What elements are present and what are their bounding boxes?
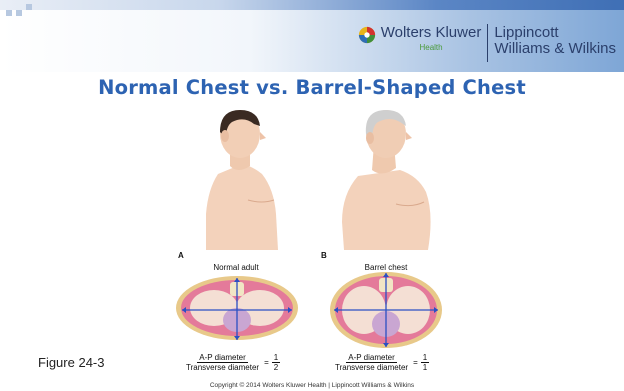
ratio-a-denominator: Transverse diameter — [184, 363, 261, 372]
ratio-a-numerator: A-P diameter — [197, 353, 248, 363]
cross-section-a — [174, 274, 300, 344]
cross-section-b — [328, 270, 444, 350]
imprint-line-2: Williams & Wilkins — [494, 41, 616, 57]
panel-a-letter: A — [178, 251, 184, 260]
header-strip — [0, 0, 624, 10]
figure-a-torso — [178, 104, 298, 250]
publisher-logo: Wolters Kluwer Health Lippincott William… — [358, 22, 616, 66]
ratio-a-value-num: 1 — [272, 353, 280, 363]
ratio-b-value-num: 1 — [421, 353, 429, 363]
panel-a-caption: Normal adult — [176, 263, 296, 272]
decor-square — [6, 10, 12, 16]
decor-square — [26, 4, 32, 10]
copyright-notice: Copyright © 2014 Wolters Kluwer Health |… — [0, 382, 624, 389]
figure-label: Figure 24-3 — [38, 355, 104, 370]
logo-divider — [487, 24, 488, 62]
ratio-b-numerator: A-P diameter — [346, 353, 397, 363]
decor-square — [16, 10, 22, 16]
figure-b-torso — [320, 104, 450, 250]
ratio-b-value-den: 1 — [421, 363, 429, 372]
ratio-a-value-den: 2 — [272, 363, 280, 372]
slide-title: Normal Chest vs. Barrel-Shaped Chest — [0, 76, 624, 99]
publisher-sub: Health — [381, 43, 482, 52]
publisher-name: Wolters Kluwer — [381, 25, 482, 41]
panel-b-letter: B — [321, 251, 327, 260]
imprint-line-1: Lippincott — [494, 25, 616, 41]
ratio-b-denominator: Transverse diameter — [333, 363, 410, 372]
wk-logo-icon — [358, 26, 376, 44]
imprint-name: Lippincott Williams & Wilkins — [494, 25, 616, 57]
